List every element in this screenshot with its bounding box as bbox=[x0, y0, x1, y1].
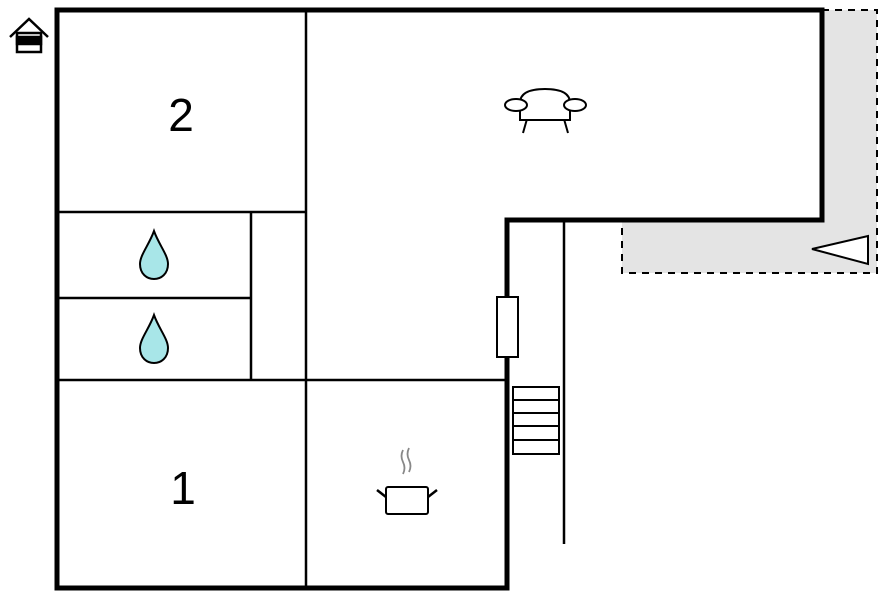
room-label-bedroom-2: 2 bbox=[168, 89, 194, 141]
stairs-icon bbox=[512, 386, 560, 455]
water-drop-icon bbox=[138, 312, 170, 365]
cooking-pot-icon bbox=[376, 447, 438, 515]
room-label-bedroom-1: 1 bbox=[170, 462, 196, 514]
exterior-walls bbox=[54, 7, 825, 591]
terrace-area bbox=[621, 9, 878, 274]
interior-walls bbox=[57, 10, 566, 588]
water-drop-icon bbox=[138, 228, 170, 281]
house-icon bbox=[9, 17, 49, 54]
sofa-icon bbox=[504, 87, 587, 134]
door-marker bbox=[496, 296, 519, 358]
triangle-arrow-icon bbox=[811, 234, 869, 266]
